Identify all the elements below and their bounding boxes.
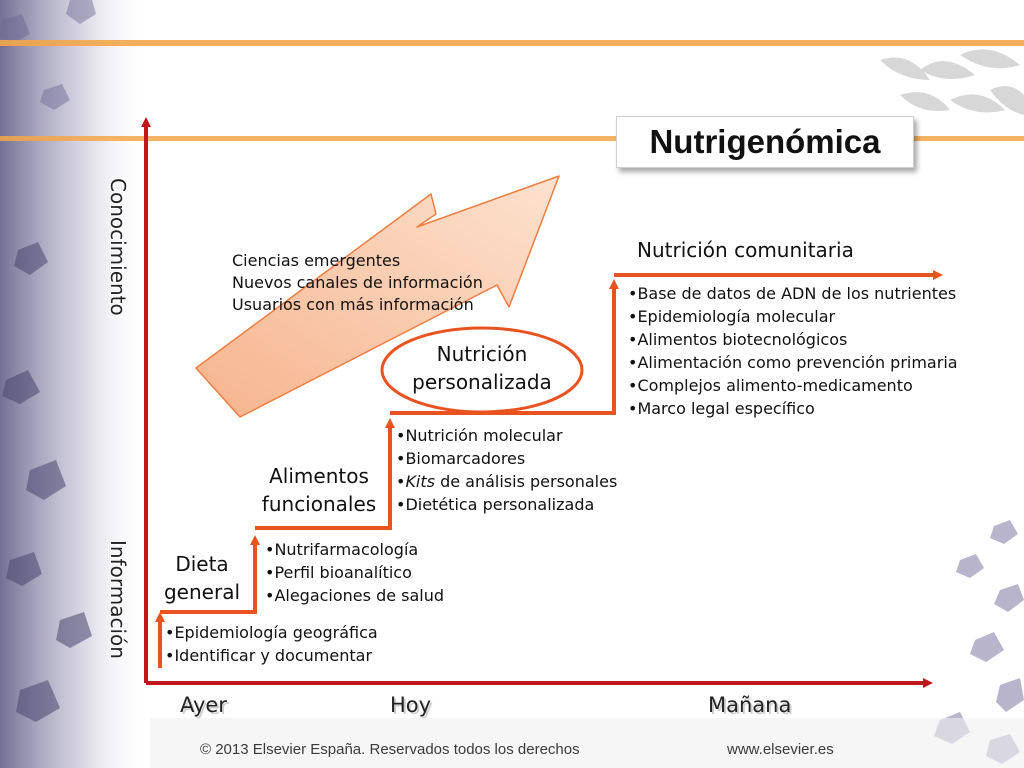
footer-copyright: © 2013 Elsevier España. Reservados todos… — [200, 741, 580, 758]
step-items-nutricion-personalizada: Nutrición molecular Biomarcadores Kits d… — [396, 424, 617, 516]
page-title: Nutrigenómica — [616, 116, 914, 168]
list-item: Alimentos biotecnológicos — [628, 328, 958, 351]
step-label-nutricion-comunitaria: Nutrición comunitaria — [637, 238, 854, 262]
list-item: Epidemiología geográfica — [165, 621, 377, 644]
step-2-path — [160, 535, 260, 614]
step-arrows — [155, 270, 943, 668]
list-item: Base de datos de ADN de los nutrientes — [628, 282, 958, 305]
x-axis-label-ayer: Ayer — [180, 693, 227, 717]
list-item-kits: Kits de análisis personales — [396, 470, 617, 493]
trend-arrow — [195, 175, 560, 418]
list-item: Identificar y documentar — [165, 644, 378, 667]
list-item: Complejos alimento-medicamento — [628, 374, 958, 397]
list-item: Perfil bioanalítico — [265, 561, 444, 584]
x-axis-label-manana: Mañana — [708, 693, 792, 717]
list-item: Nutrifarmacología — [265, 538, 444, 561]
list-item: Biomarcadores — [396, 447, 617, 470]
list-item: Marco legal específico — [628, 397, 958, 420]
list-item: Alegaciones de salud — [265, 584, 444, 607]
step-3-path — [255, 418, 395, 530]
step-label-alimentos-funcionales: Alimentos funcionales — [261, 464, 377, 516]
x-axis-label-hoy: Hoy — [390, 693, 432, 717]
highlight-ellipse — [380, 326, 584, 414]
step-items-alimentos-funcionales: Nutrifarmacología Perfil bioanalítico Al… — [265, 538, 444, 607]
trend-arrow-text: Ciencias emergentes Nuevos canales de in… — [232, 249, 483, 316]
footer-url[interactable]: www.elsevier.es — [727, 741, 834, 758]
list-item: Alimentación como prevención primaria — [628, 351, 957, 374]
kits-italic: Kits — [405, 472, 435, 491]
step-label-dieta-general: Dieta general — [163, 552, 240, 604]
trend-line: Usuarios con más información — [232, 295, 474, 314]
trend-line: Nuevos canales de información — [232, 273, 483, 292]
y-axis-label-top: Conocimiento — [106, 178, 130, 316]
list-item: Dietética personalizada — [396, 493, 617, 516]
list-item: Epidemiología molecular — [628, 305, 958, 328]
step-label-nutricion-personalizada: Nutrición personalizada — [412, 342, 552, 394]
y-axis-label-bottom: Información — [106, 540, 130, 659]
step-items-dieta-general: Epidemiología geográfica Identificar y d… — [165, 621, 378, 667]
step-4-path — [390, 279, 619, 415]
list-item: Nutrición molecular — [396, 424, 617, 447]
trend-line: Ciencias emergentes — [232, 251, 401, 270]
step-items-nutricion-comunitaria: Base de datos de ADN de los nutrientes E… — [628, 282, 958, 420]
